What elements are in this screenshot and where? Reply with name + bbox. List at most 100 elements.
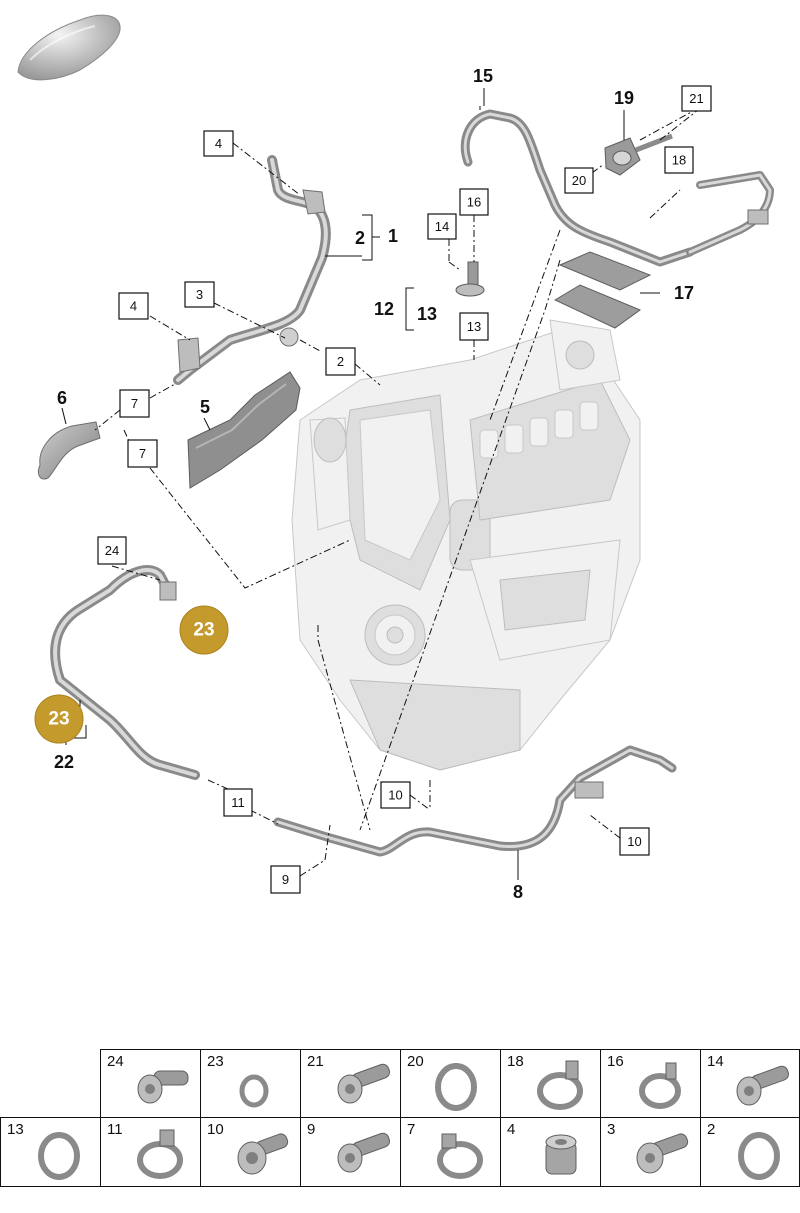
callout-box-11: 11 xyxy=(223,788,253,817)
svg-text:14: 14 xyxy=(435,219,449,234)
parts-cell: 7 xyxy=(400,1117,501,1187)
heat-shield-5 xyxy=(187,371,301,489)
label-17: 17 xyxy=(674,283,694,303)
callout-box-7b: 7 xyxy=(127,439,158,468)
label-22: 22 xyxy=(54,752,74,772)
label-13: 13 xyxy=(417,304,437,324)
callout-box-10b: 10 xyxy=(619,827,650,856)
part-number: 20 xyxy=(407,1053,424,1070)
callout-box-2: 2 xyxy=(325,347,356,376)
part-number: 3 xyxy=(607,1121,616,1138)
coolant-pipe-1 xyxy=(173,155,331,385)
svg-text:2: 2 xyxy=(337,354,344,369)
svg-text:16: 16 xyxy=(467,195,481,210)
part-number: 10 xyxy=(207,1121,224,1138)
seal-ring-icon xyxy=(738,1132,780,1180)
seal-ring-icon xyxy=(239,1074,269,1108)
bolt-icon xyxy=(137,1070,189,1104)
parts-cell: 20 xyxy=(400,1049,501,1118)
sensor-16 xyxy=(455,261,485,297)
parts-cell: 21 xyxy=(300,1049,401,1118)
label-8: 8 xyxy=(513,882,523,902)
bolt-icon xyxy=(337,1132,390,1173)
badge-23-left: 23 xyxy=(34,694,84,744)
parts-cell: 16 xyxy=(600,1049,701,1118)
callout-box-9: 9 xyxy=(270,865,301,894)
nut-icon xyxy=(545,1134,577,1175)
part-number: 7 xyxy=(407,1121,416,1138)
bolt-icon xyxy=(337,1063,390,1104)
svg-text:21: 21 xyxy=(689,91,703,106)
coolant-pipe-8 xyxy=(273,745,677,857)
parts-cell: 3 xyxy=(600,1117,701,1187)
coolant-pipe-15 xyxy=(460,109,774,267)
coolant-pipe-22 xyxy=(50,565,200,780)
label-12: 12 xyxy=(374,299,394,319)
clamp-icon xyxy=(137,1129,183,1179)
callout-box-7a: 7 xyxy=(119,389,150,418)
callout-box-14: 14 xyxy=(427,213,457,240)
callout-box-18: 18 xyxy=(664,146,694,174)
parts-cell: 14 xyxy=(700,1049,800,1118)
heat-shield-17 xyxy=(553,251,652,329)
part-number: 13 xyxy=(7,1121,24,1138)
label-5: 5 xyxy=(200,397,210,417)
svg-text:13: 13 xyxy=(467,319,481,334)
svg-text:18: 18 xyxy=(672,153,686,168)
clamp-icon xyxy=(437,1133,483,1179)
part-number: 14 xyxy=(707,1053,724,1070)
callout-box-3: 3 xyxy=(184,281,215,308)
clamp-icon xyxy=(639,1062,681,1109)
label-15: 15 xyxy=(473,66,493,86)
car-silhouette-icon xyxy=(17,14,121,81)
label-6: 6 xyxy=(57,388,67,408)
thermostat-19 xyxy=(604,133,673,176)
svg-text:10: 10 xyxy=(627,834,641,849)
parts-cell: 24 xyxy=(100,1049,201,1118)
callout-box-20: 20 xyxy=(564,167,594,194)
callout-box-16: 16 xyxy=(459,188,489,216)
bolt-icon xyxy=(736,1065,789,1106)
part-number: 18 xyxy=(507,1053,524,1070)
callout-box-21: 21 xyxy=(681,85,712,112)
part-number: 9 xyxy=(307,1121,316,1138)
part-number: 21 xyxy=(307,1053,324,1070)
svg-text:20: 20 xyxy=(572,173,586,188)
seal-ring-icon xyxy=(38,1132,80,1180)
badge-23-top: 23 xyxy=(179,605,229,655)
part-number: 23 xyxy=(207,1053,224,1070)
svg-text:4: 4 xyxy=(130,299,137,314)
parts-cell: 10 xyxy=(200,1117,301,1187)
part-number: 16 xyxy=(607,1053,624,1070)
svg-text:7: 7 xyxy=(139,446,146,461)
svg-text:7: 7 xyxy=(131,396,138,411)
hose-6 xyxy=(37,421,101,480)
callout-box-13: 13 xyxy=(459,312,489,341)
parts-cell: 9 xyxy=(300,1117,401,1187)
callout-box-24: 24 xyxy=(97,536,127,565)
svg-text:23: 23 xyxy=(48,709,69,730)
callout-box-4a: 4 xyxy=(203,130,234,157)
svg-text:10: 10 xyxy=(388,788,402,803)
parts-cell: 18 xyxy=(500,1049,601,1118)
callout-box-10a: 10 xyxy=(380,781,411,809)
svg-text:4: 4 xyxy=(215,136,222,151)
seal-ring-icon xyxy=(435,1063,477,1111)
leader-lines xyxy=(94,106,699,877)
parts-cell: 2 xyxy=(700,1117,800,1187)
parts-cell: 11 xyxy=(100,1117,201,1187)
flange-bolt-icon xyxy=(237,1133,289,1175)
svg-text:24: 24 xyxy=(105,543,119,558)
callout-box-4b: 4 xyxy=(118,292,149,320)
label-2: 2 xyxy=(355,228,365,248)
svg-text:9: 9 xyxy=(282,872,289,887)
clamp-icon xyxy=(537,1060,583,1110)
label-1: 1 xyxy=(388,226,398,246)
engine-illustration xyxy=(291,319,641,771)
part-number: 24 xyxy=(107,1053,124,1070)
svg-text:3: 3 xyxy=(196,287,203,302)
bolt-icon xyxy=(636,1133,689,1174)
part-number: 2 xyxy=(707,1121,716,1138)
parts-cell: 13 xyxy=(0,1117,101,1187)
